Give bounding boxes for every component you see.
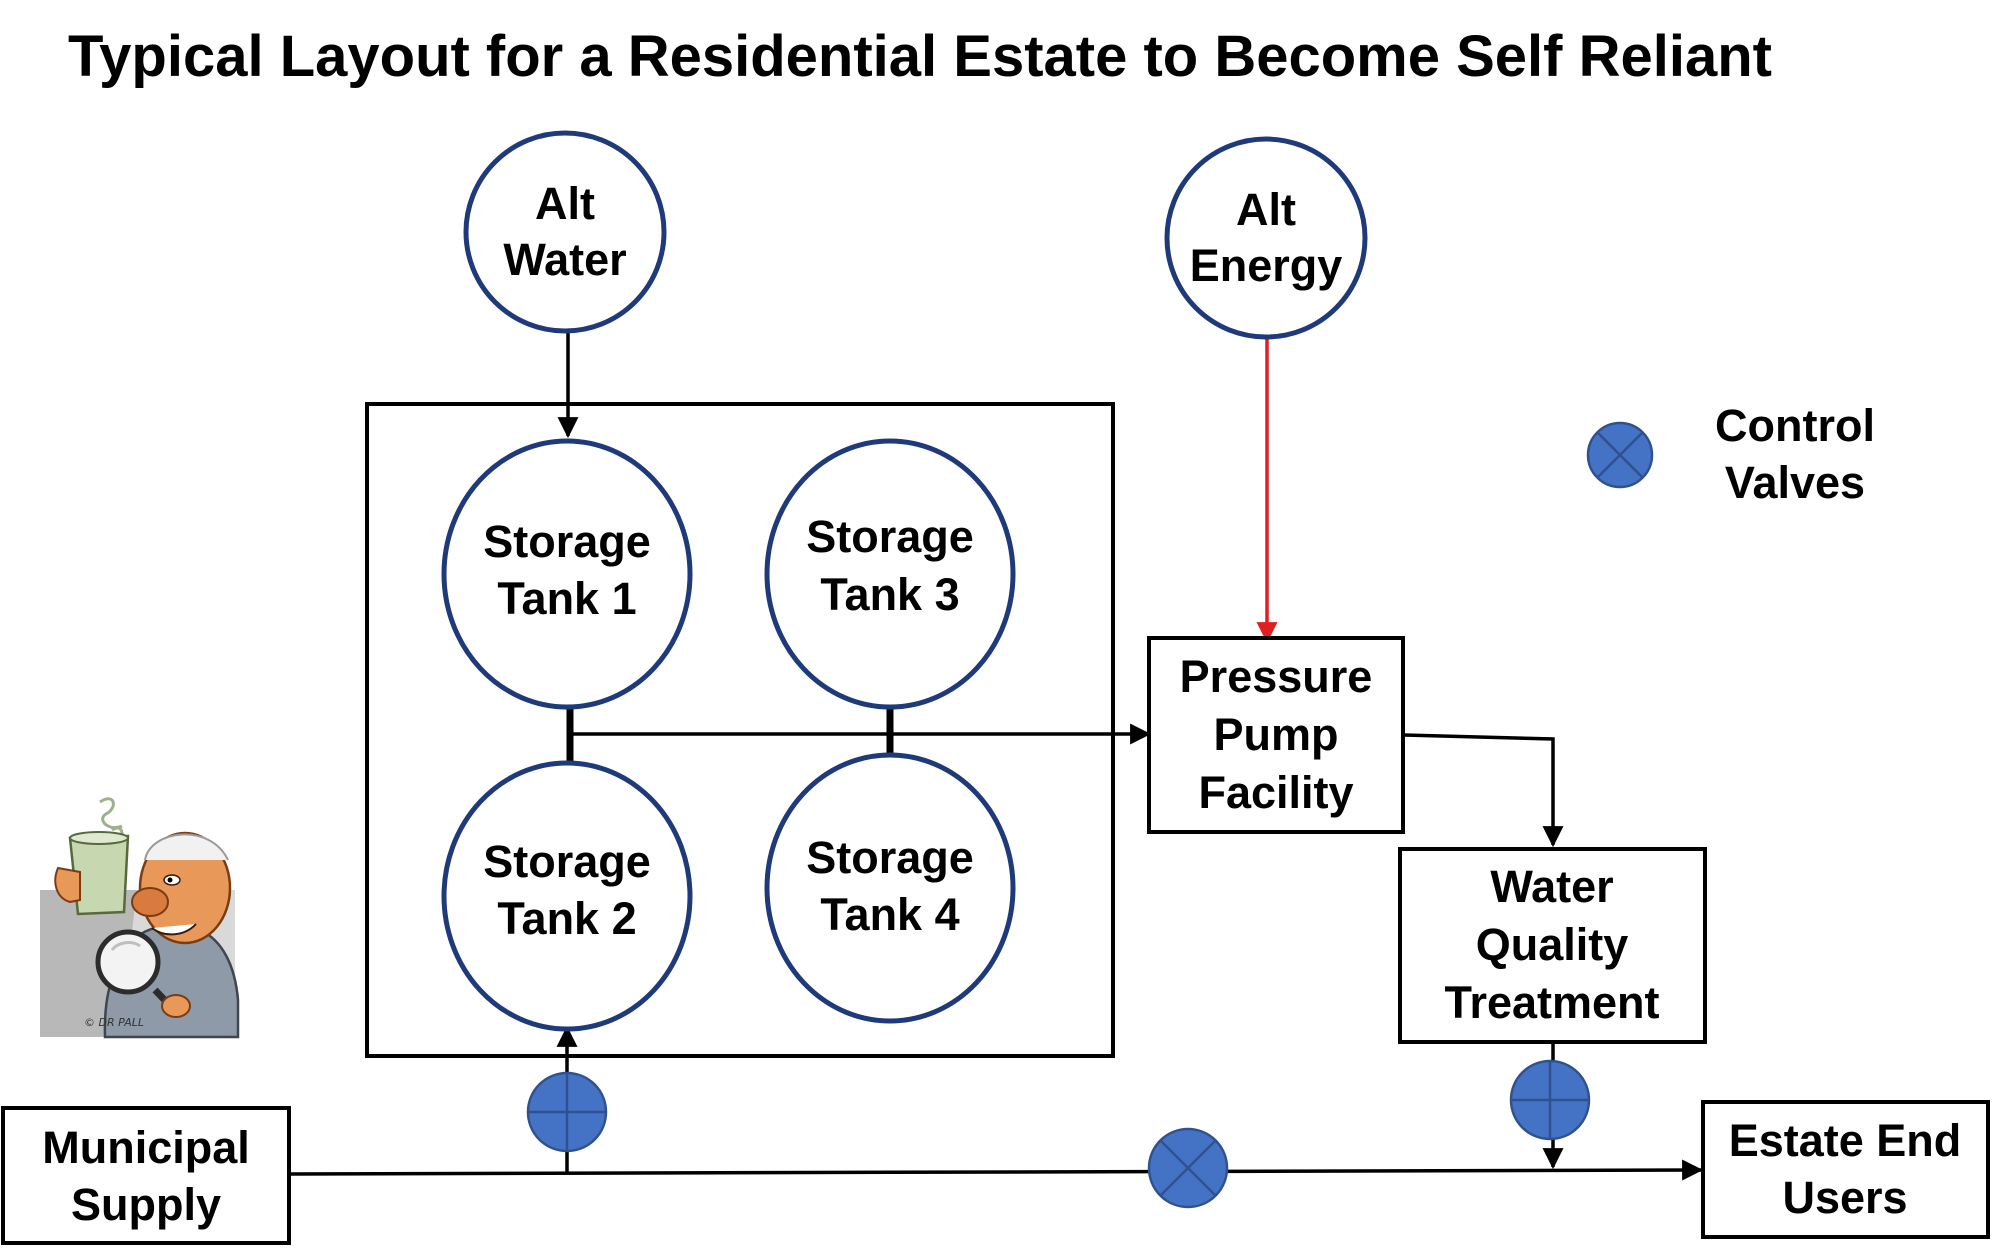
alt-water-node: Alt Water (463, 130, 667, 334)
svg-text:Tank 1: Tank 1 (497, 573, 636, 624)
svg-text:Quality: Quality (1476, 919, 1629, 970)
svg-text:Tank 3: Tank 3 (820, 569, 959, 620)
svg-text:Users: Users (1782, 1172, 1907, 1223)
water-quality-treatment: Water Quality Treatment (1398, 847, 1707, 1044)
svg-text:Alt: Alt (535, 178, 595, 229)
svg-text:Storage: Storage (806, 832, 974, 883)
svg-text:Tank 2: Tank 2 (497, 893, 636, 944)
svg-text:Energy: Energy (1190, 240, 1343, 291)
municipal-supply: Municipal Supply (1, 1106, 291, 1245)
estate-end-users: Estate End Users (1701, 1100, 1990, 1239)
svg-text:Alt: Alt (1236, 184, 1296, 235)
svg-text:Water: Water (503, 234, 626, 285)
valve-treatment-outlet (1509, 1059, 1591, 1141)
svg-text:Storage: Storage (483, 516, 651, 567)
valve-main-line (1147, 1127, 1229, 1209)
storage-tank-3: Storage Tank 3 (764, 438, 1016, 710)
legend-label-line2: Valves (1725, 457, 1865, 508)
legend-control-valve-icon (1586, 421, 1654, 489)
valve-tank-inlet (526, 1071, 608, 1153)
pump-to-treatment-arrow (1403, 733, 1564, 848)
alt-energy-node: Alt Energy (1164, 136, 1368, 340)
storage-tank-4: Storage Tank 4 (764, 752, 1016, 1024)
diagram-title: Typical Layout for a Residential Estate … (68, 24, 1772, 89)
svg-text:© DR PALL: © DR PALL (84, 1016, 144, 1029)
svg-text:Water: Water (1490, 861, 1613, 912)
svg-text:Municipal: Municipal (42, 1122, 250, 1173)
svg-text:Pressure: Pressure (1180, 651, 1373, 702)
svg-text:Facility: Facility (1198, 767, 1353, 818)
svg-text:Storage: Storage (806, 511, 974, 562)
svg-text:Treatment: Treatment (1444, 977, 1659, 1028)
municipal-to-users-arrow (289, 1159, 1704, 1181)
svg-text:Pump: Pump (1213, 709, 1338, 760)
svg-text:Storage: Storage (483, 836, 651, 887)
pressure-pump-facility: Pressure Pump Facility (1147, 636, 1405, 834)
storage-enclosure (365, 402, 1115, 1058)
cartoon-man-icon: © DR PALL (40, 797, 240, 1039)
svg-text:Supply: Supply (71, 1179, 221, 1230)
legend-label-line1: Control (1715, 400, 1875, 451)
storage-tank-1: Storage Tank 1 (441, 438, 693, 710)
svg-text:Estate End: Estate End (1729, 1115, 1962, 1166)
storage-tank-2: Storage Tank 2 (441, 760, 693, 1032)
svg-text:Tank 4: Tank 4 (820, 889, 959, 940)
